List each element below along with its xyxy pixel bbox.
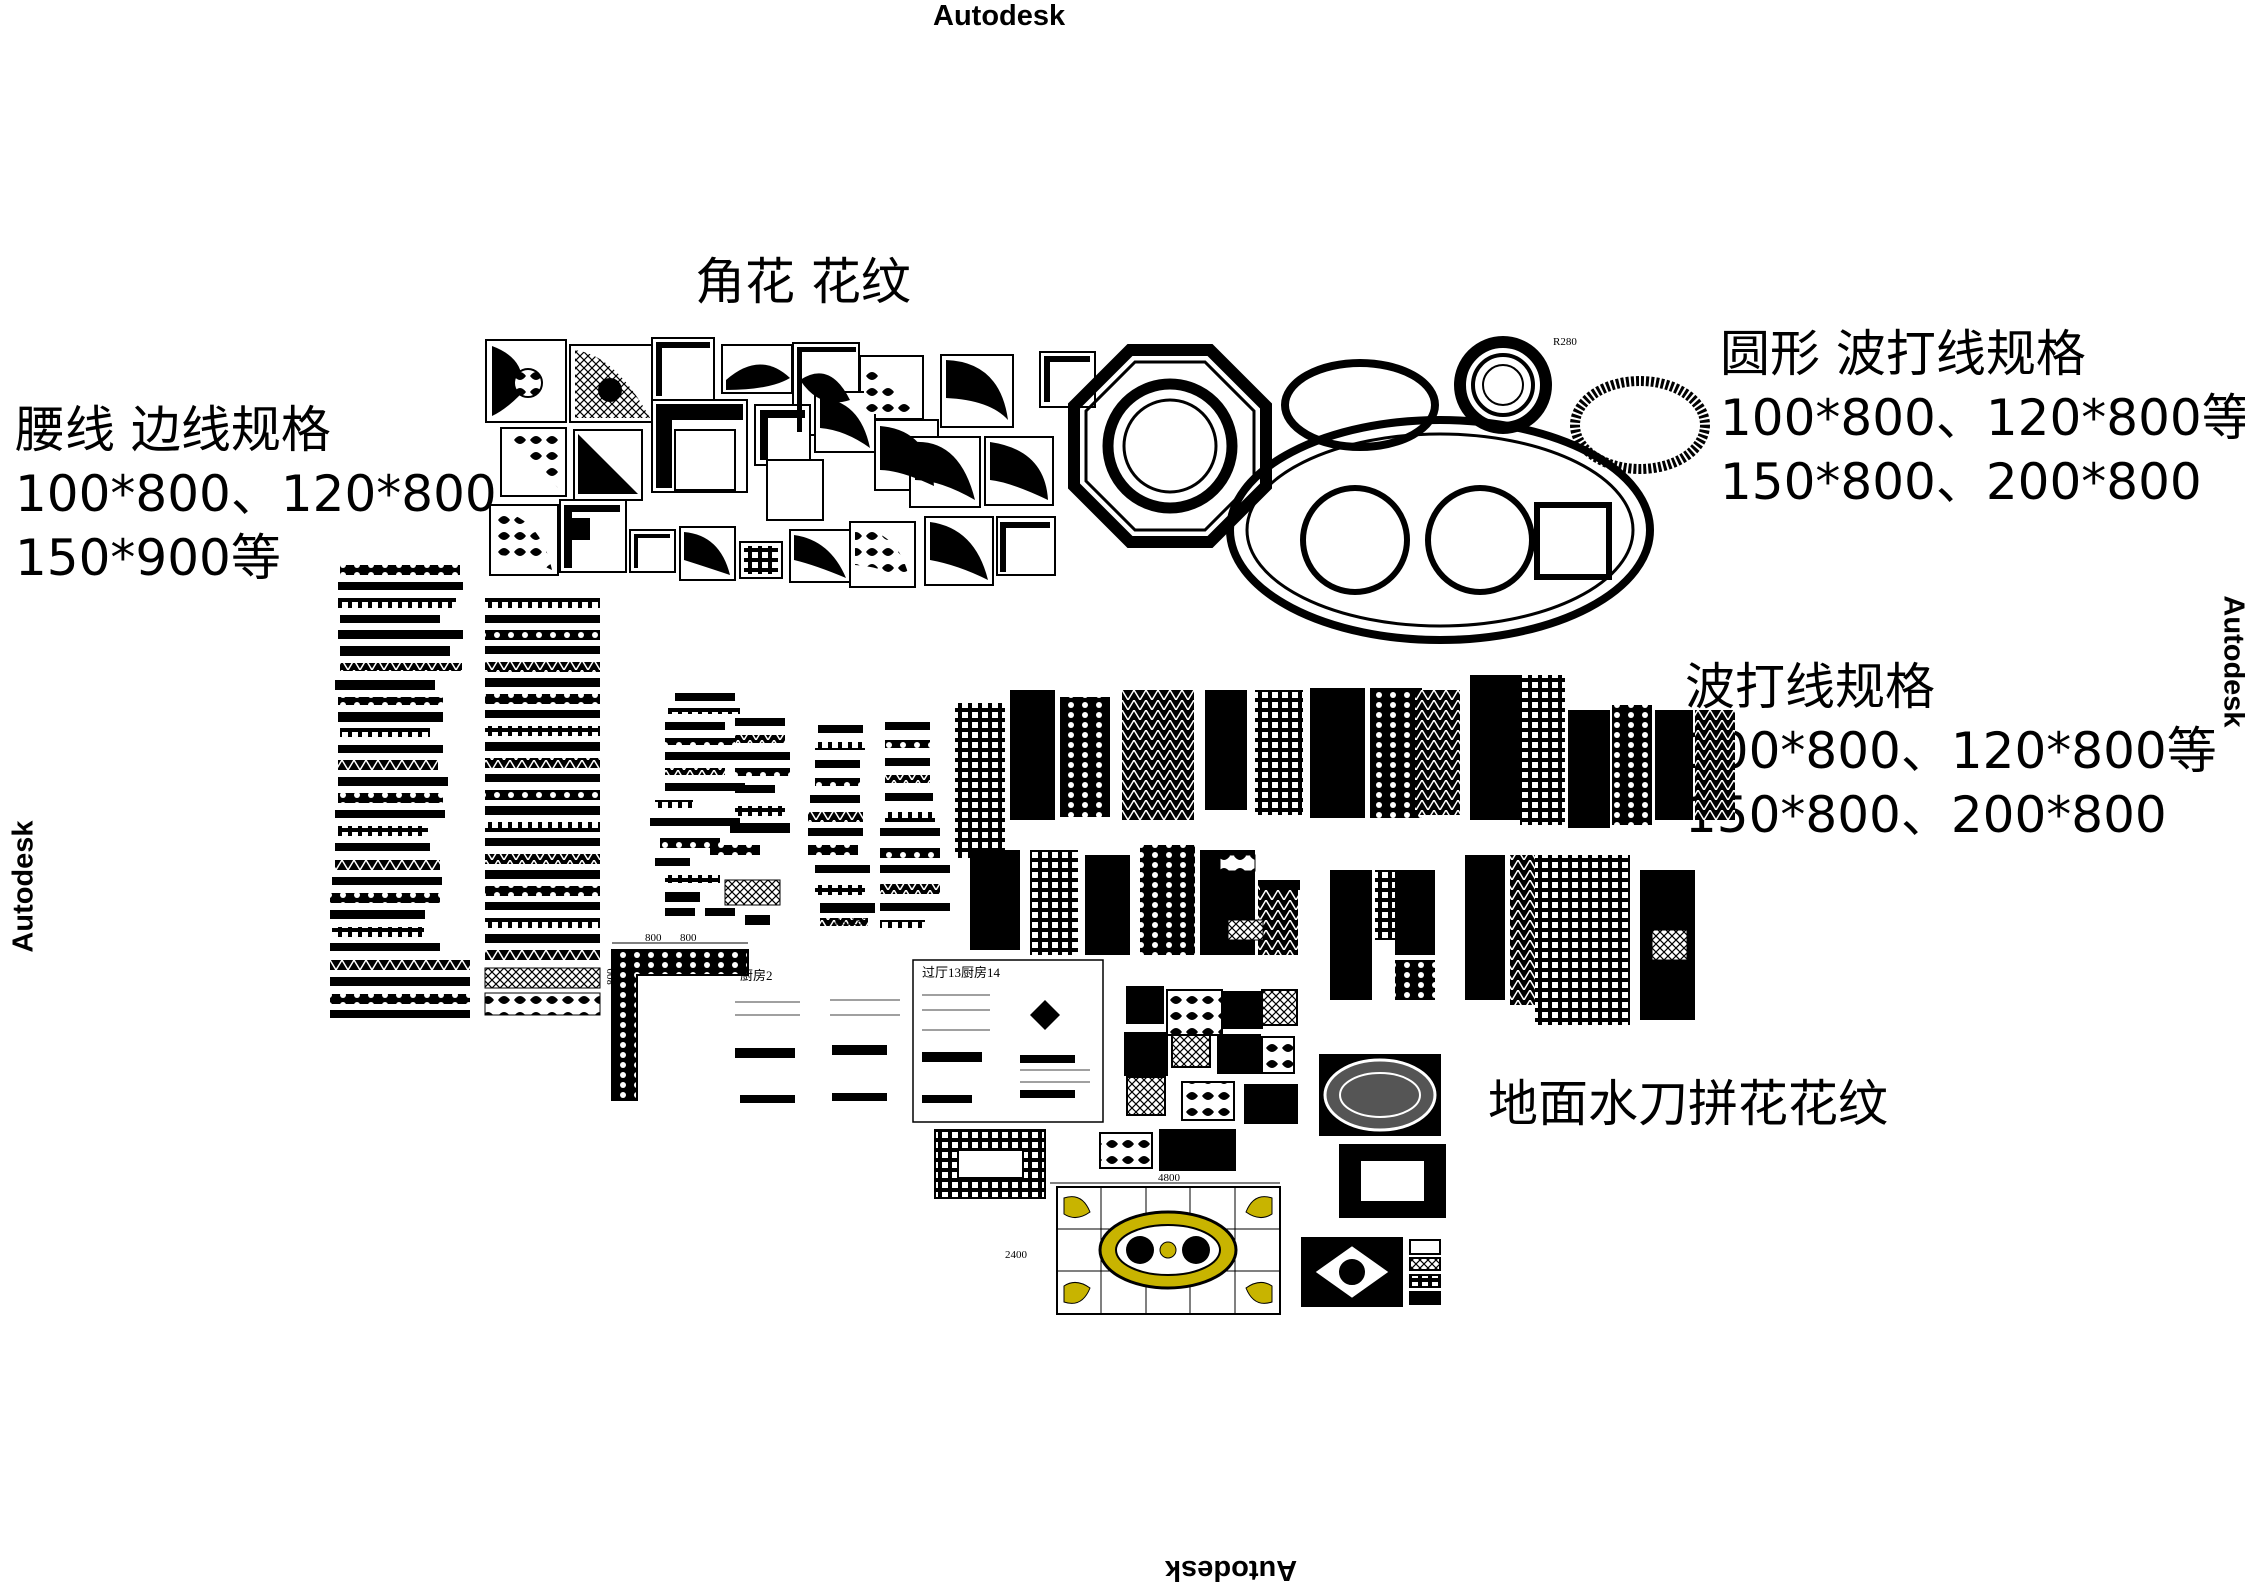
- l-corner-sample: 800 800 800 800: [605, 932, 749, 1101]
- room-label-2: 厨房2: [740, 968, 773, 983]
- dim-800-c: 800: [605, 968, 617, 985]
- center-strip-samples: 081297: [650, 693, 950, 928]
- label-round-wave: 圆形 波打线规格 100*800、120*800等 150*800、200*80…: [1720, 322, 2245, 514]
- wave-line-blocks: [955, 675, 1735, 1025]
- dim-800-d: 800: [611, 1063, 623, 1080]
- waist-line-strips-b: [484, 598, 601, 1016]
- wave-line-title: 波打线规格: [1685, 658, 1935, 716]
- octagon-medallion: [1068, 344, 1272, 548]
- waist-line-title: 腰线 边线规格: [15, 401, 331, 459]
- waist-line-strips-a: [330, 565, 470, 1018]
- svg-text:R280: R280: [1553, 336, 1577, 348]
- label-waist-line: 腰线 边线规格 100*800、120*800 150*900等: [15, 398, 497, 590]
- dim-800-b: 800: [680, 932, 697, 944]
- dim-4800: 4800: [1158, 1172, 1181, 1184]
- waist-line-spec-1: 100*800、120*800: [15, 465, 497, 523]
- waterjet-tiles: [934, 986, 1446, 1307]
- label-waterjet: 地面水刀拼花花纹: [1488, 1075, 1888, 1133]
- room-annotations: 厨房2 过厅13厨房14: [735, 959, 1104, 1123]
- watermark-top: Autodesk: [933, 0, 1066, 32]
- ellipse-rings: R280: [1226, 336, 1710, 644]
- wave-line-spec-2: 150*800、200*800: [1685, 786, 2167, 844]
- wave-line-spec-1: 100*800、120*800等: [1685, 722, 2217, 780]
- waist-line-spec-2: 150*900等: [15, 529, 281, 587]
- dim-800-a: 800: [645, 932, 662, 944]
- label-wave-line: 波打线规格 100*800、120*800等 150*800、200*800: [1685, 655, 2217, 847]
- dim-2400: 2400: [1005, 1249, 1028, 1261]
- round-wave-spec-2: 150*800、200*800: [1720, 453, 2202, 511]
- ref-number: 081297: [835, 916, 869, 928]
- large-waterjet-medallion: 4800 2400: [1005, 1172, 1281, 1315]
- corner-flower-tiles: [485, 337, 1096, 588]
- room-label-13-14: 过厅13厨房14: [922, 965, 1001, 980]
- label-corner-flowers: 角花 花纹: [695, 253, 911, 311]
- round-wave-spec-1: 100*800、120*800等: [1720, 389, 2245, 447]
- round-wave-title: 圆形 波打线规格: [1720, 325, 2086, 383]
